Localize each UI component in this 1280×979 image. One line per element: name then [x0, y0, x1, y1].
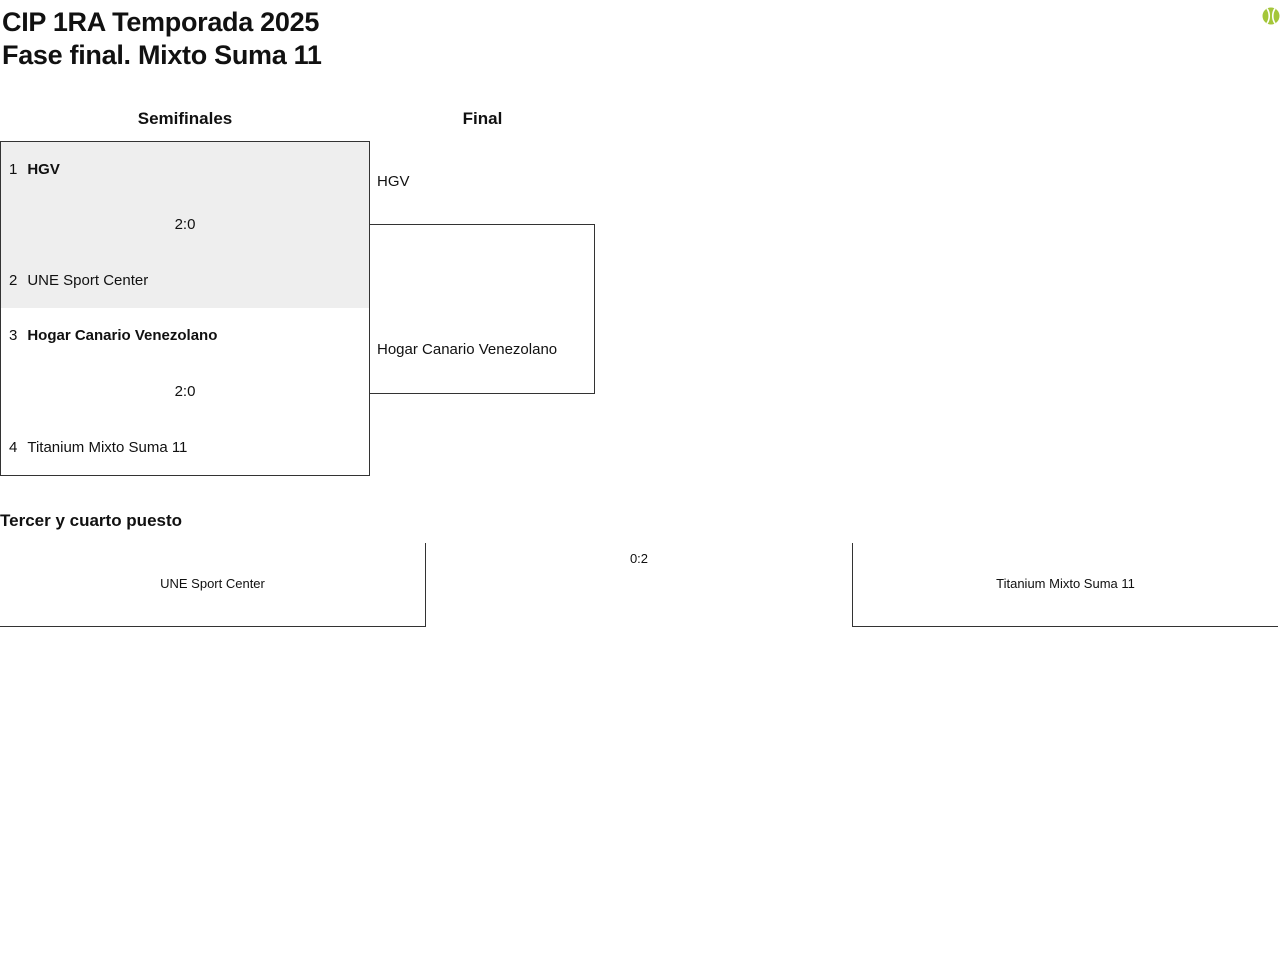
tennis-ball-icon	[1262, 7, 1280, 25]
final-header: Final	[462, 109, 503, 128]
team-row[interactable]: 3 Hogar Canario Venezolano	[9, 327, 217, 345]
team-name: Titanium Mixto Suma 11	[996, 576, 1135, 591]
team-row[interactable]: 4 Titanium Mixto Suma 11	[9, 439, 187, 457]
final-team-bottom[interactable]: Hogar Canario Venezolano	[377, 341, 558, 358]
team-row[interactable]: 2 UNE Sport Center	[9, 272, 148, 290]
semifinals-header: Semifinales	[137, 109, 233, 128]
match-score: 2:0	[174, 216, 196, 233]
match-score: 2:0	[174, 383, 196, 400]
phase-title: Fase final. Mixto Suma 11	[2, 40, 322, 70]
seed-number: 1	[9, 161, 18, 178]
team-name: UNE Sport Center	[27, 272, 149, 289]
final-team-top[interactable]: HGV	[377, 173, 410, 190]
tournament-title: CIP 1RA Temporada 2025	[2, 7, 320, 37]
team-row[interactable]: 1 HGV	[9, 161, 60, 179]
team-name: Hogar Canario Venezolano	[27, 327, 218, 344]
page-title: CIP 1RA Temporada 2025 Fase final. Mixto…	[2, 6, 322, 72]
semifinal-match-1[interactable]: 1 HGV 2:0 2 UNE Sport Center	[0, 141, 370, 309]
team-name: HGV	[27, 161, 60, 178]
third-place-score: 0:2	[629, 551, 649, 566]
third-place-team-right[interactable]: Titanium Mixto Suma 11	[852, 543, 1278, 627]
seed-number: 2	[9, 272, 18, 289]
third-place-team-left[interactable]: UNE Sport Center	[0, 543, 426, 627]
third-place-title: Tercer y cuarto puesto	[0, 511, 183, 530]
seed-number: 3	[9, 327, 18, 344]
seed-number: 4	[9, 439, 18, 456]
semifinal-match-2[interactable]: 3 Hogar Canario Venezolano 2:0 4 Titanium …	[0, 308, 370, 476]
team-name: Titanium Mixto Suma 11	[27, 439, 188, 456]
final-bracket-connector	[370, 224, 595, 394]
team-name: UNE Sport Center	[160, 576, 265, 591]
